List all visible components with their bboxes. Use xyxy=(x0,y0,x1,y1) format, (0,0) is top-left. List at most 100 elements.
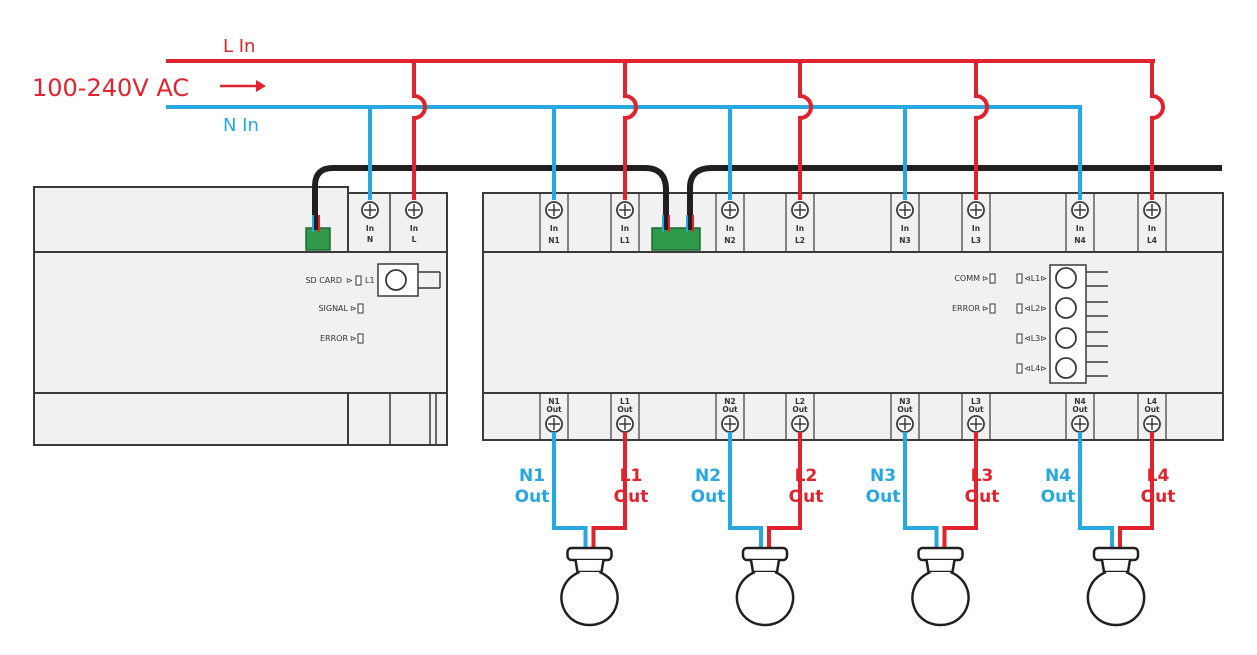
channel-l2-control[interactable]: ⊲L2⊳ xyxy=(1016,297,1108,319)
error-led xyxy=(357,333,364,344)
live-out-wire xyxy=(767,432,802,548)
controller-terminal-n: In N xyxy=(361,201,379,244)
terminal-in-top-label: In xyxy=(1076,224,1084,233)
channel-button[interactable] xyxy=(1055,357,1077,379)
live-out-wire xyxy=(1118,432,1154,548)
terminal-in-name-label: N4 xyxy=(1074,236,1086,245)
controller-l1-label: L1 xyxy=(365,276,375,285)
live-out-label-line1: L4 xyxy=(1147,466,1170,486)
channel-button[interactable] xyxy=(1055,267,1077,289)
led-arrow-icon: ⊳ xyxy=(350,304,357,313)
neutral-out-label-line2: Out xyxy=(1041,487,1076,507)
led-arrow-icon: ⊳ xyxy=(350,334,357,343)
terminal-out-bottom-label: Out xyxy=(968,405,984,414)
data-bus-cable xyxy=(312,165,1222,230)
light-bulb-icon xyxy=(560,546,619,627)
channel-button[interactable] xyxy=(1055,297,1077,319)
terminal-out-bottom-label: Out xyxy=(792,405,808,414)
neutral-out-wire xyxy=(1078,432,1114,548)
live-out-label-line1: L3 xyxy=(971,466,994,486)
screw-icon xyxy=(1071,415,1089,433)
terminal-in-top-label: In xyxy=(796,224,804,233)
channel-label: ⊲L3⊳ xyxy=(1024,334,1047,343)
terminal-in-name-label: N1 xyxy=(548,236,560,245)
live-in-label: L In xyxy=(223,36,255,57)
channel-l3-control[interactable]: ⊲L3⊳ xyxy=(1016,327,1108,349)
sd-card-indicator-label: SD CARD xyxy=(305,276,342,285)
terminal-in-top-label: In xyxy=(901,224,909,233)
terminal-out-name-label: N4 xyxy=(1074,397,1086,406)
screw-icon xyxy=(896,415,914,433)
screw-icon xyxy=(616,415,634,433)
terminal-in-name-label: L1 xyxy=(620,236,630,245)
neutral-out-label-line1: N3 xyxy=(870,466,896,486)
channel-led xyxy=(1016,363,1023,374)
neutral-out-wire xyxy=(552,432,588,548)
neutral-out-label-line1: N2 xyxy=(695,466,721,486)
controller-module: In N In L SD CARD ⊳ L1 SIGNAL ⊳ ERROR ⊳ xyxy=(33,186,448,446)
terminal-out-name-label: L2 xyxy=(795,397,805,406)
screw-icon xyxy=(545,415,563,433)
terminal-in-name-label: L2 xyxy=(795,236,805,245)
terminal-in-top-label: In xyxy=(972,224,980,233)
supply-drops xyxy=(368,61,1165,200)
live-out-wire xyxy=(942,432,978,548)
screw-icon xyxy=(967,201,985,219)
screw-icon xyxy=(1143,415,1161,433)
live-out-label-line1: L2 xyxy=(795,466,818,486)
channel-label: ⊲L1⊳ xyxy=(1024,274,1047,283)
light-bulb-icon xyxy=(735,546,795,627)
terminal-out-name-label: L3 xyxy=(971,397,981,406)
relay-error-indicator-label: ERROR xyxy=(952,304,980,313)
screw-icon xyxy=(1071,201,1089,219)
channel-l1-control[interactable]: ⊲L1⊳ xyxy=(1016,267,1108,289)
screw-icon xyxy=(791,201,809,219)
voltage-label: 100-240V AC xyxy=(32,74,189,102)
terminal-out-name-label: N1 xyxy=(548,397,560,406)
neutral-out-wire xyxy=(903,432,939,548)
terminal-out-bottom-label: Out xyxy=(897,405,913,414)
neutral-out-label-line2: Out xyxy=(691,487,726,507)
terminal-in-top-label: In xyxy=(1148,224,1156,233)
screw-icon xyxy=(791,415,809,433)
screw-icon xyxy=(896,201,914,219)
neutral-out-label-line1: N1 xyxy=(519,466,545,486)
terminal-in-name-label: L4 xyxy=(1147,236,1157,245)
screw-icon xyxy=(616,201,634,219)
terminal-out-name-label: L4 xyxy=(1147,397,1157,406)
channel-button[interactable] xyxy=(1055,327,1077,349)
comm-led xyxy=(989,273,996,284)
signal-led xyxy=(357,303,364,314)
controller-button[interactable] xyxy=(385,269,407,291)
channel-l4-control[interactable]: ⊲L4⊳ xyxy=(1016,357,1108,379)
screw-icon xyxy=(1143,201,1161,219)
channel-label: ⊲L4⊳ xyxy=(1024,364,1047,373)
controller-terminal-l-top: In xyxy=(410,224,418,233)
terminal-in-top-label: In xyxy=(550,224,558,233)
terminal-in-name-label: N3 xyxy=(899,236,911,245)
live-out-label-line2: Out xyxy=(789,487,824,507)
terminal-out-bottom-label: Out xyxy=(1144,405,1160,414)
screw-icon xyxy=(967,415,985,433)
terminal-out-bottom-label: Out xyxy=(546,405,562,414)
screw-icon xyxy=(721,415,739,433)
light-bulb-icon xyxy=(1086,546,1146,627)
neutral-out-label-line2: Out xyxy=(866,487,901,507)
neutral-out-label-line2: Out xyxy=(515,487,550,507)
led-arrow-icon: ⊳ xyxy=(346,276,353,285)
live-drop-4 xyxy=(1150,61,1165,200)
live-drop-3 xyxy=(974,61,989,200)
controller-terminal-l-bottom: L xyxy=(412,235,417,244)
terminal-out-name-label: L1 xyxy=(620,397,630,406)
